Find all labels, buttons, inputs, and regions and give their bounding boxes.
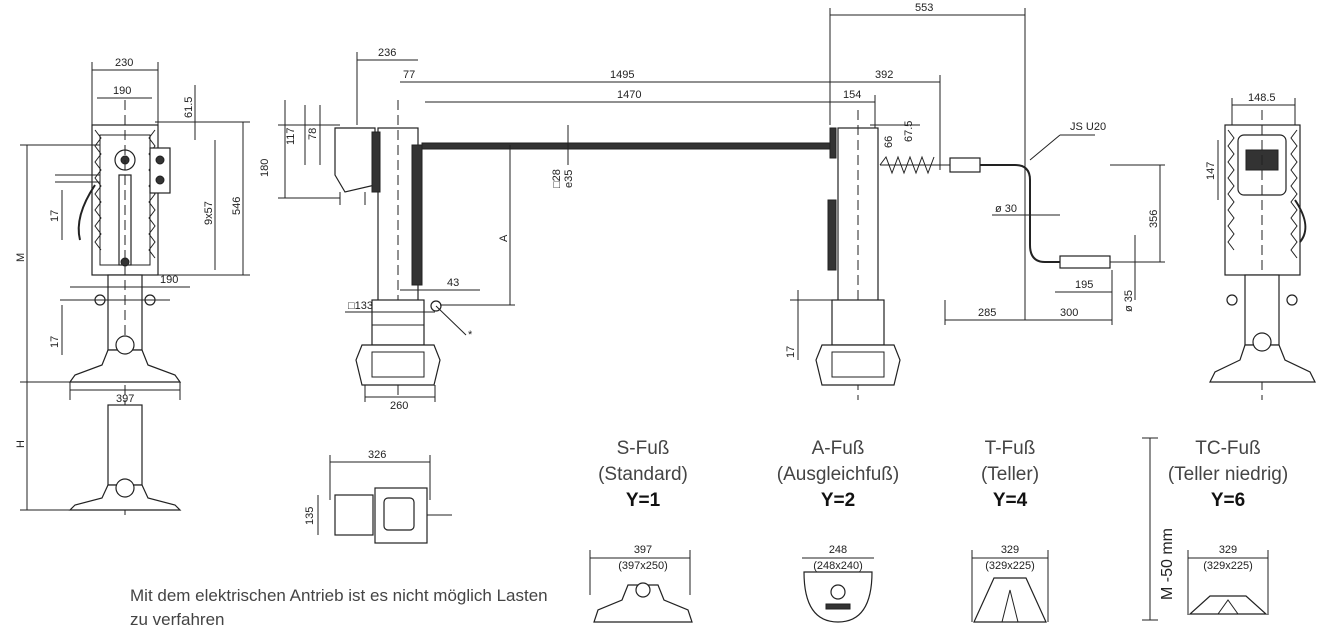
foot-s-dim: 397 <box>634 544 652 556</box>
dim-392: 392 <box>875 69 893 81</box>
dim-236: 236 <box>378 47 396 59</box>
foot-a-sub: (248x240) <box>813 560 863 572</box>
foot-type-s: S-Fuß (Standard) Y=1 397 (397x250) <box>589 438 693 623</box>
dim-78: 78 <box>307 128 319 140</box>
foot-tc-desc: (Teller niedrig) <box>1168 464 1288 485</box>
connecting-shaft: 1495 1470 □28 e35 A <box>418 69 940 306</box>
dim-260: 260 <box>390 400 408 412</box>
dim-67-5: 67.5 <box>903 121 915 142</box>
foot-a-code: Y=2 <box>821 490 855 511</box>
tc-height-label: M -50 mm <box>1159 528 1176 600</box>
dim-dia-35: ø 35 <box>1123 290 1135 312</box>
dim-397-left: 397 <box>116 393 134 405</box>
foot-t-sub: (329x225) <box>985 560 1035 572</box>
foot-tc-name: TC-Fuß <box>1195 438 1260 459</box>
dim-H: H <box>15 440 27 448</box>
foot-tc-code: Y=6 <box>1211 490 1245 511</box>
foot-s-name: S-Fuß <box>617 438 670 459</box>
dim-dia-30: ø 30 <box>995 203 1017 215</box>
dim-43: 43 <box>447 277 459 289</box>
foot-type-a: A-Fuß (Ausgleichfuß) Y=2 248 (248x240) <box>777 438 900 623</box>
foot-s-desc: (Standard) <box>598 464 688 485</box>
right-jack-front-view: 148.5 147 <box>1205 92 1316 400</box>
foot-s-code: Y=1 <box>626 490 661 511</box>
dim-M: M <box>15 253 27 262</box>
foot-type-tc: M -50 mm TC-Fuß (Teller niedrig) Y=6 329… <box>1142 437 1288 621</box>
dim-553: 553 <box>915 2 933 14</box>
dim-326: 326 <box>368 449 386 461</box>
top-view: 326 135 <box>304 449 452 544</box>
electric-drive-note: Mit dem elektrischen Antrieb ist es nich… <box>130 586 548 628</box>
foot-s-sub: (397x250) <box>618 560 668 572</box>
dim-147: 147 <box>1205 162 1217 180</box>
dim-66: 66 <box>883 136 895 148</box>
foot-tc-sub: (329x225) <box>1203 560 1253 572</box>
dim-135: 135 <box>304 507 316 525</box>
dim-1495: 1495 <box>610 69 634 81</box>
middle-jack-side-view: 236 77 180 117 78 260 □133 * <box>259 47 480 412</box>
asterisk-note: * <box>468 329 473 341</box>
dim-9x57: 9x57 <box>203 201 215 225</box>
dim-17-upper: 17 <box>49 210 61 222</box>
dim-190-bottom: 190 <box>160 274 178 286</box>
dim-28: □28 <box>551 169 563 188</box>
dim-117: 117 <box>285 127 297 145</box>
foot-t-dim: 329 <box>1001 544 1019 556</box>
foot-t-code: Y=4 <box>993 490 1028 511</box>
foot-t-name: T-Fuß <box>985 438 1036 459</box>
foot-tc-dim: 329 <box>1219 544 1237 556</box>
foot-t-desc: (Teller) <box>981 464 1039 485</box>
dim-300: 300 <box>1060 307 1078 319</box>
dim-61-5: 61.5 <box>183 97 195 118</box>
foot-a-desc: (Ausgleichfuß) <box>777 464 900 485</box>
dim-A: A <box>498 234 510 242</box>
dim-77: 77 <box>403 69 415 81</box>
dim-17-lower: 17 <box>49 336 61 348</box>
dim-230: 230 <box>115 57 133 69</box>
dim-180: 180 <box>259 159 271 177</box>
dim-148-5: 148.5 <box>1248 92 1276 104</box>
right-jack-side-view: 553 392 154 66 67.5 17 JS U20 ø 30 356 <box>785 2 1165 400</box>
dim-546: 546 <box>231 197 243 215</box>
label-js-u20: JS U20 <box>1070 121 1106 133</box>
left-jack-front-view: 230 190 546 9x57 61.5 190 <box>15 57 250 520</box>
dim-154: 154 <box>843 89 861 101</box>
dim-17-right: 17 <box>785 346 797 358</box>
dim-190-top: 190 <box>113 85 131 97</box>
dim-1470: 1470 <box>617 89 641 101</box>
dim-133: □133 <box>348 300 373 312</box>
foot-a-name: A-Fuß <box>812 438 865 459</box>
dim-285: 285 <box>978 307 996 319</box>
dim-e35: e35 <box>563 170 575 188</box>
foot-a-dim: 248 <box>829 544 847 556</box>
dim-356: 356 <box>1148 210 1160 228</box>
dim-195: 195 <box>1075 279 1093 291</box>
foot-type-t: T-Fuß (Teller) Y=4 329 (329x225) <box>971 438 1049 623</box>
